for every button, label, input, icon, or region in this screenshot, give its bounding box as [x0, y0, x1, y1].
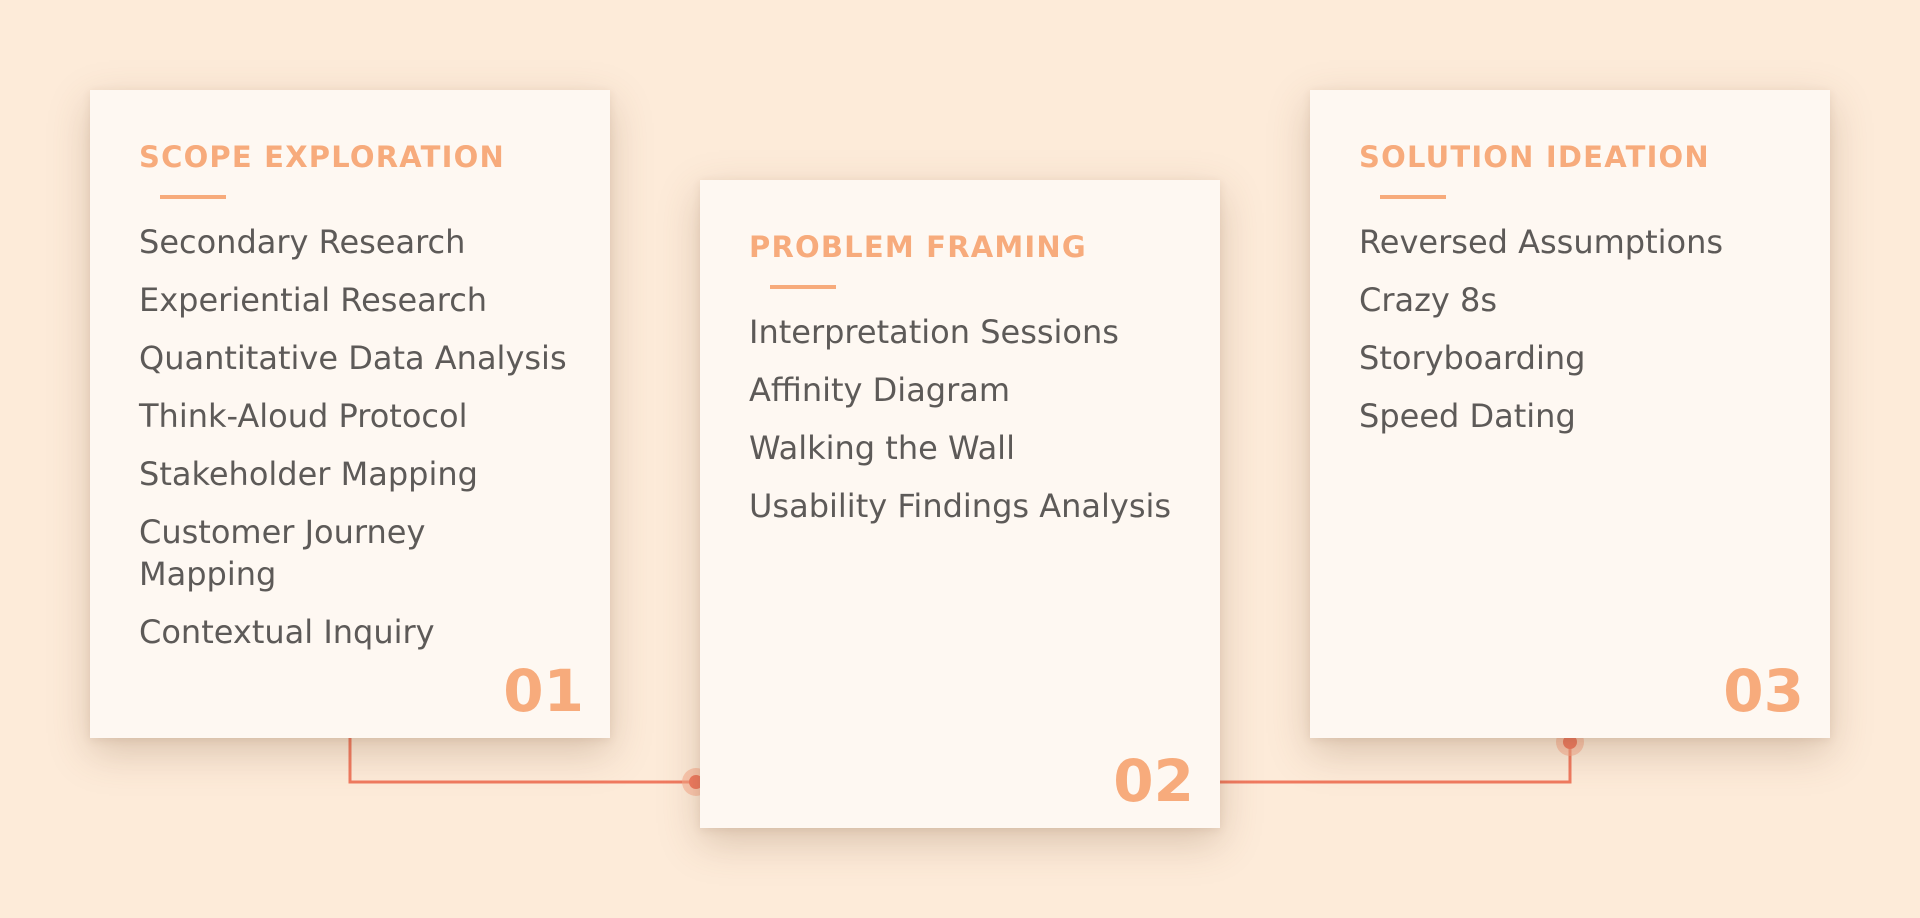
card-title: SOLUTION IDEATION — [1359, 140, 1710, 174]
method-item: Walking the Wall — [749, 429, 1015, 467]
method-item: Contextual Inquiry — [139, 613, 435, 651]
method-item: Interpretation Sessions — [749, 313, 1119, 351]
method-list: Interpretation Sessions Affinity Diagram… — [749, 311, 1180, 527]
step-card-problem-framing: PROBLEM FRAMING Interpretation Sessions … — [700, 180, 1220, 828]
method-item: Reversed Assumptions — [1359, 223, 1724, 261]
step-number: 02 — [1113, 747, 1194, 815]
step-number: 03 — [1723, 657, 1804, 725]
method-item: Secondary Research — [139, 223, 466, 261]
connector-node-3 — [1563, 735, 1577, 749]
method-item: Experiential Research — [139, 281, 488, 319]
step-card-scope-exploration: SCOPE EXPLORATION Secondary Research Exp… — [90, 90, 610, 738]
method-item: Storyboarding — [1359, 339, 1586, 377]
method-list: Reversed Assumptions Crazy 8s Storyboard… — [1359, 221, 1790, 437]
method-list: Secondary Research Experiential Research… — [139, 221, 570, 653]
title-underline — [770, 285, 836, 289]
method-item: Think-Aloud Protocol — [139, 397, 468, 435]
connector-node-2 — [689, 775, 703, 789]
method-item: Speed Dating — [1359, 397, 1576, 435]
method-item: Affinity Diagram — [749, 371, 1011, 409]
method-item: Stakeholder Mapping — [139, 455, 478, 493]
connector-line-1-to-2 — [348, 738, 700, 784]
method-item: Usability Findings Analysis — [749, 487, 1172, 525]
card-title: SCOPE EXPLORATION — [139, 140, 505, 174]
step-card-solution-ideation: SOLUTION IDEATION Reversed Assumptions C… — [1310, 90, 1830, 738]
method-item: Quantitative Data Analysis — [139, 339, 567, 377]
step-number: 01 — [503, 657, 584, 725]
connector-line-2-to-3 — [1220, 738, 1572, 784]
card-title: PROBLEM FRAMING — [749, 230, 1087, 264]
method-item: Customer Journey Mapping — [139, 513, 426, 593]
title-underline — [160, 195, 226, 199]
title-underline — [1380, 195, 1446, 199]
method-item: Crazy 8s — [1359, 281, 1498, 319]
